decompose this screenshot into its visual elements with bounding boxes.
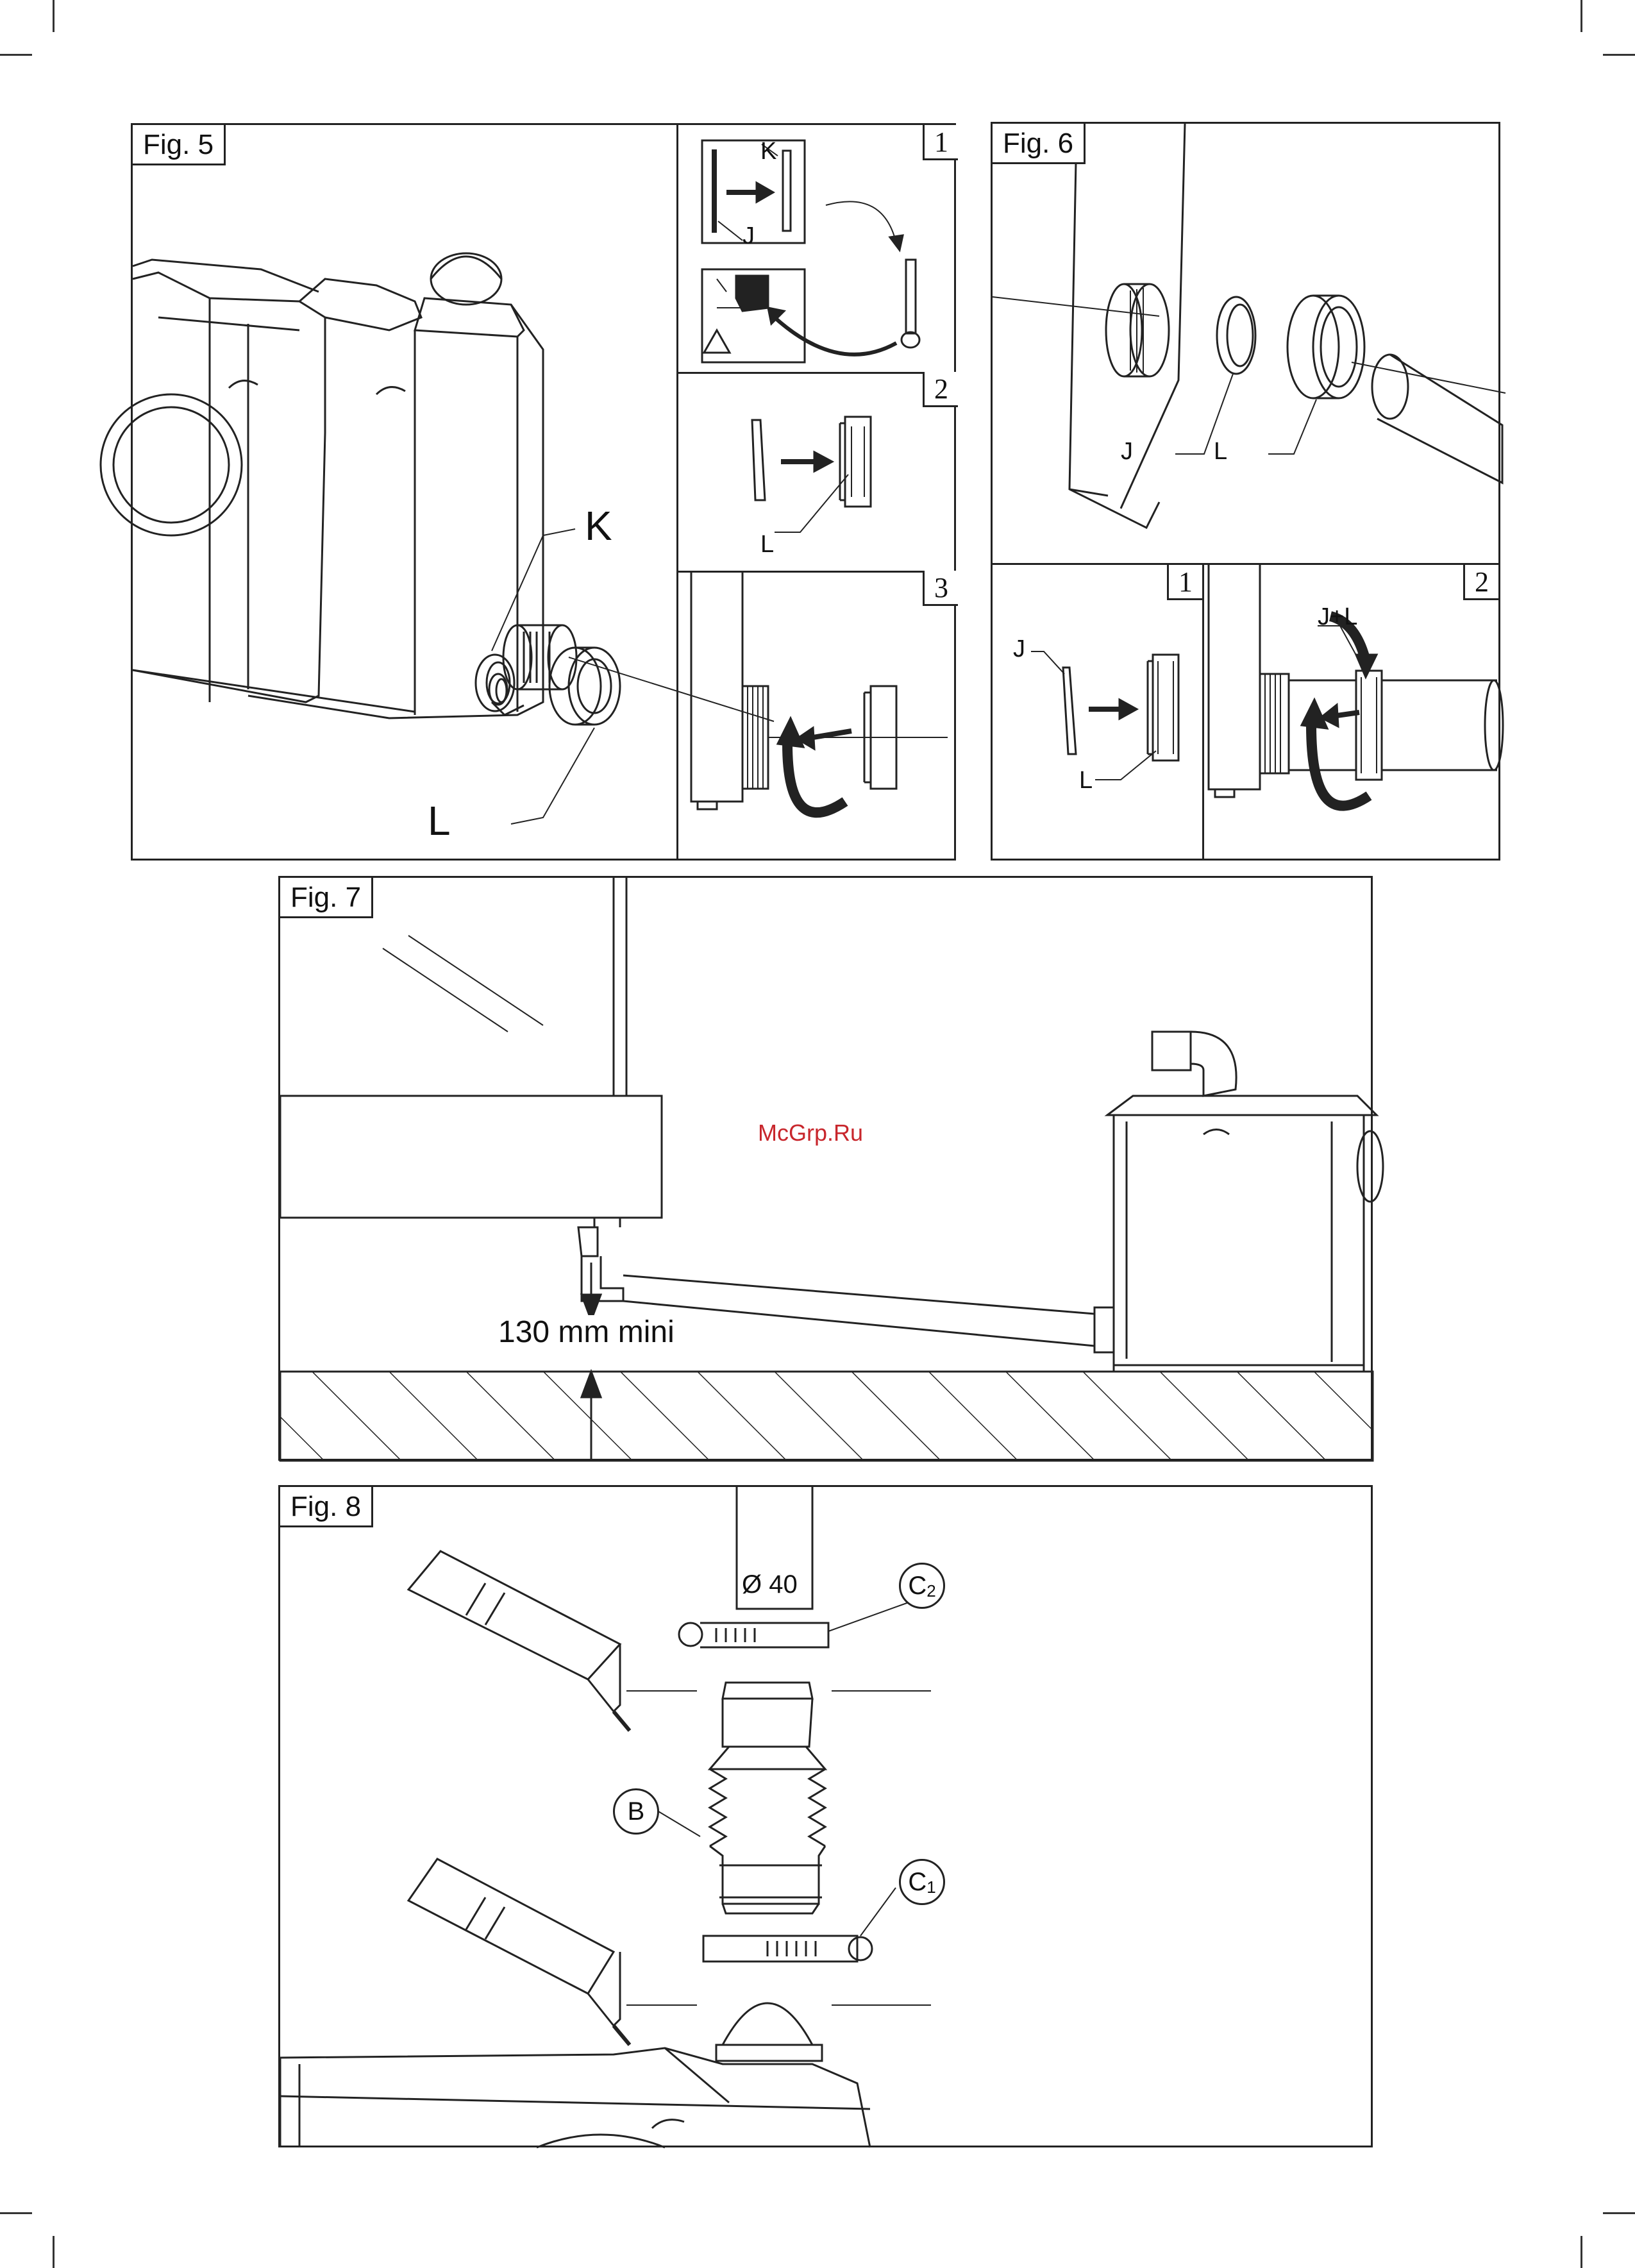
fig6-step-row: 1 J L 2 — [993, 563, 1498, 861]
fig8-callout-b: B — [613, 1788, 659, 1835]
crop-mark — [1603, 2212, 1635, 2214]
fig8-callout-c1-subscript: 1 — [927, 1877, 935, 1897]
fig6-main-drawing — [993, 124, 1502, 566]
fig6-label-j: J — [1121, 438, 1133, 465]
fig5-step-1: 1 — [678, 125, 958, 374]
fig8-diameter-label: Ø 40 — [742, 1567, 798, 1602]
fig8-panel: Fig. 8 — [278, 1485, 1373, 2147]
fig5-panel: Fig. 5 — [131, 123, 956, 861]
fig6-label-l: L — [1214, 438, 1227, 465]
crop-mark — [53, 2236, 55, 2268]
fig6-step-1-label-j: J — [1013, 635, 1025, 662]
fig8-callout-c1-letter: C — [908, 1868, 927, 1896]
fig5-label-k: K — [585, 503, 612, 548]
fig8-callout-c1: C1 — [899, 1859, 945, 1905]
fig6-step-2: 2 — [1202, 565, 1498, 861]
fig5-step-2-drawing — [678, 372, 958, 571]
fig5-label-l: L — [428, 798, 451, 843]
fig8-callout-c2: C2 — [899, 1563, 945, 1609]
fig8-drawing — [280, 1487, 1375, 2149]
fig8-callout-c2-letter: C — [908, 1572, 927, 1600]
fig6-step-2-label-jl: J+L — [1318, 603, 1357, 630]
fig5-step-3: 3 — [678, 571, 958, 861]
fig7-drawing — [280, 878, 1375, 1463]
fig6-step-1-label-l: L — [1079, 767, 1093, 794]
watermark: McGrp.Ru — [758, 1120, 863, 1147]
crop-mark — [1603, 54, 1635, 56]
fig5-step-3-drawing — [678, 571, 958, 861]
fig7-dimension-label: 130 mm mini — [498, 1315, 675, 1350]
crop-mark — [0, 2212, 32, 2214]
fig5-step-1-label-j: J — [742, 223, 755, 249]
fig5-step-2: 2 L — [678, 372, 958, 573]
fig7-panel: Fig. 7 — [278, 876, 1373, 1461]
crop-mark — [1581, 0, 1582, 32]
fig6-step-1: 1 J L — [993, 565, 1204, 861]
fig5-step-1-label-k: K — [760, 138, 776, 165]
fig5-step-2-label-l: L — [760, 531, 774, 558]
fig6-panel: Fig. 6 J L 1 — [991, 122, 1500, 861]
crop-mark — [1581, 2236, 1582, 2268]
fig6-step-1-drawing — [993, 565, 1202, 861]
crop-mark — [0, 54, 32, 56]
fig5-step-1-drawing — [678, 125, 958, 372]
crop-mark — [53, 0, 55, 32]
fig8-callout-c2-subscript: 2 — [927, 1581, 935, 1600]
fig5-step-column: 1 — [676, 125, 958, 861]
